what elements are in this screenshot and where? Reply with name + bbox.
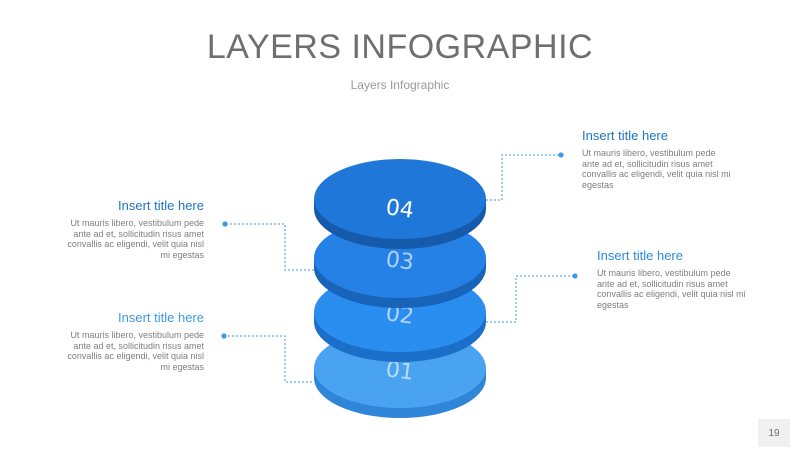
page-number: 19 (758, 419, 790, 447)
callout-lower-left-body: Ut mauris libero, vestibulum pede ante a… (67, 330, 204, 372)
layer-04: 04 (314, 159, 486, 249)
callout-top-right-body: Ut mauris libero, vestibulum pede ante a… (582, 148, 731, 190)
callout-mid-right: Insert title here Ut mauris libero, vest… (597, 248, 747, 310)
callout-mid-right-body: Ut mauris libero, vestibulum pede ante a… (597, 268, 746, 310)
callout-lower-left-title: Insert title here (118, 310, 204, 325)
connector-dot-lower-left (221, 333, 227, 339)
connector-dot-top-right (558, 152, 564, 158)
callout-mid-right-title: Insert title here (597, 248, 683, 263)
callout-lower-left: Insert title here Ut mauris libero, vest… (58, 310, 204, 372)
connector-dot-mid-right (572, 273, 578, 279)
connector-mid-right (486, 275, 574, 323)
callout-top-right-title: Insert title here (582, 128, 668, 143)
layer-03-number: 03 (384, 247, 415, 276)
page-title: LAYERS INFOGRAPHIC (206, 28, 594, 66)
callout-upper-left-title: Insert title here (118, 198, 204, 213)
callout-upper-left: Insert title here Ut mauris libero, vest… (58, 198, 204, 260)
connector-lower-left (224, 335, 314, 383)
callout-top-right: Insert title here Ut mauris libero, vest… (582, 128, 732, 190)
layer-04-top (314, 159, 486, 239)
callout-upper-left-body: Ut mauris libero, vestibulum pede ante a… (67, 218, 204, 260)
connector-upper-left (226, 223, 314, 271)
layer-04-number: 04 (384, 195, 415, 224)
connector-top-right (486, 154, 560, 201)
connector-dot-upper-left (222, 221, 228, 227)
page-subtitle: Layers Infographic (350, 78, 450, 92)
